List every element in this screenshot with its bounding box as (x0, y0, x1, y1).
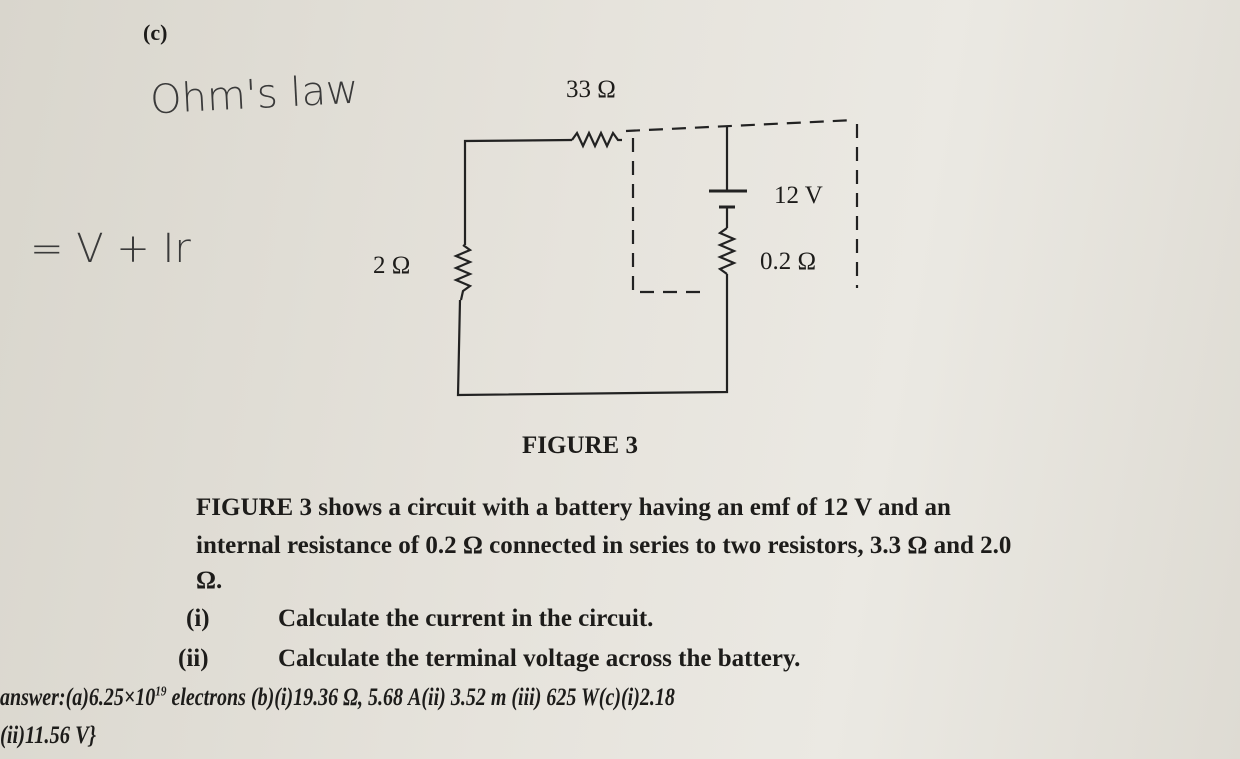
answer-line-1: answer:(a)6.25×1019 electrons (b)(i)19.3… (0, 684, 675, 712)
paragraph-line-1: FIGURE 3 shows a circuit with a battery … (196, 494, 951, 521)
figure-caption: FIGURE 3 (522, 432, 638, 459)
label-r-left: 2 Ω (373, 252, 411, 279)
wire-right-bottom (456, 274, 729, 397)
question-2-text: Calculate the terminal voltage across th… (278, 645, 801, 672)
resistor-internal-icon (717, 227, 737, 275)
answer-rest: electrons (b)(i)19.36 Ω, 5.68 A(ii) 3.52… (166, 684, 675, 711)
part-label: (c) (143, 20, 168, 45)
wire-top-left (463, 138, 573, 245)
handwritten-equation: = V + Ir (30, 226, 191, 272)
label-r-internal: 0.2 Ω (760, 248, 817, 275)
paragraph-line-2: internal resistance of 0.2 Ω connected i… (196, 532, 1012, 559)
answer-prefix: answer:(a)6.25×10 (0, 684, 156, 711)
label-emf: 12 V (774, 182, 823, 209)
dashed-inner (631, 138, 700, 294)
question-1-text: Calculate the current in the circuit. (278, 605, 654, 632)
dashed-top (625, 118, 856, 133)
resistor-2-icon (453, 244, 473, 301)
resistor-33-icon (571, 130, 622, 149)
paragraph-line-3: Ω. (196, 567, 223, 594)
label-r-top: 33 Ω (566, 76, 616, 103)
answer-exponent: 19 (155, 684, 167, 700)
answer-line-2: (ii)11.56 V} (0, 722, 96, 749)
question-2-num: (ii) (178, 645, 209, 672)
question-1-num: (i) (186, 605, 210, 632)
